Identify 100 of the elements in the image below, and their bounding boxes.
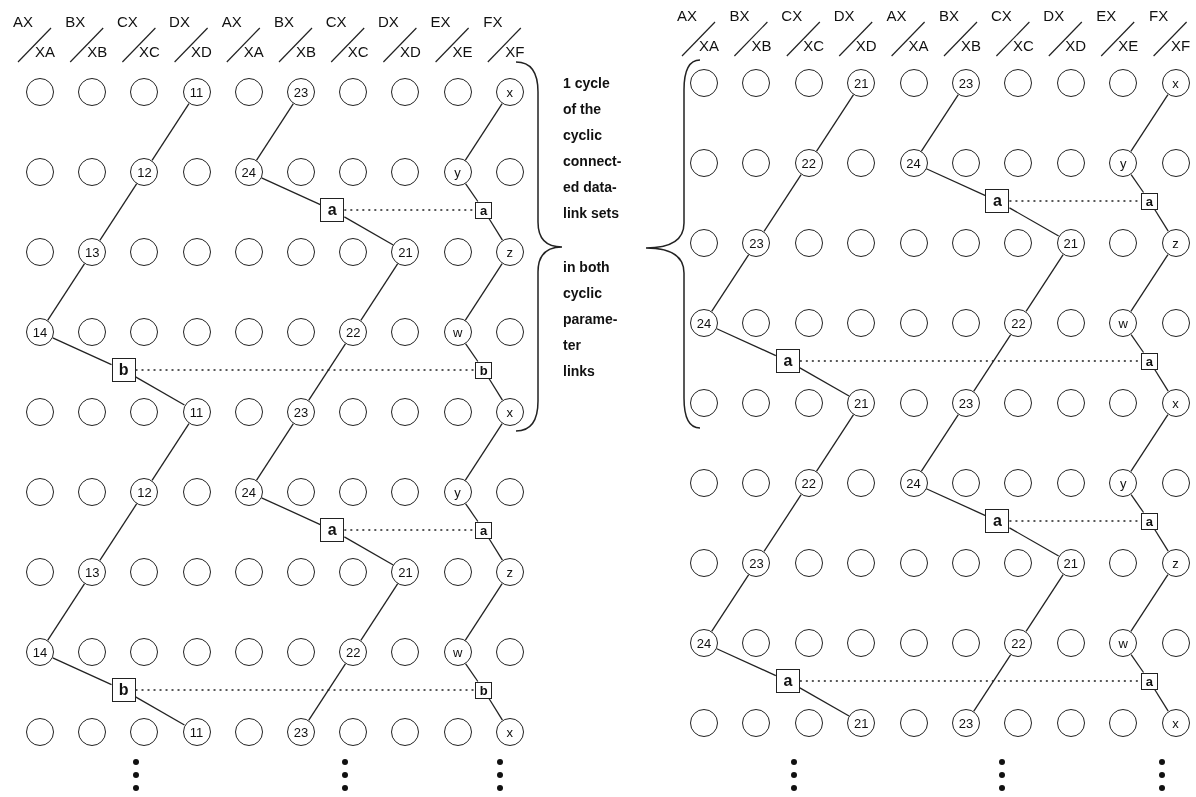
- link-line: [763, 494, 802, 552]
- data-circle: [952, 229, 980, 257]
- data-circle: 11: [182, 398, 211, 426]
- link-box: b: [475, 681, 493, 699]
- data-circle: [899, 549, 928, 577]
- column-header: XF: [1171, 38, 1191, 53]
- brace-note: 1 cycle of the cyclic connect- ed data- link sets: [563, 74, 623, 223]
- link-line: [1025, 254, 1064, 312]
- column-header: XE: [1118, 38, 1139, 53]
- data-circle: [1056, 469, 1085, 497]
- data-circle: z: [1161, 229, 1190, 257]
- data-circle: [899, 309, 928, 337]
- column-header: XC: [138, 44, 160, 59]
- link-box: a: [1140, 512, 1158, 530]
- link-line: [52, 337, 113, 366]
- column-header: AX: [221, 14, 242, 29]
- link-line: [464, 662, 479, 683]
- data-circle: [1161, 629, 1190, 657]
- link-line: [464, 502, 479, 523]
- data-circle: 21: [1056, 229, 1085, 257]
- data-circle: [847, 469, 876, 497]
- data-circle: [182, 558, 211, 586]
- data-circle: 23: [287, 398, 315, 426]
- column-header: CX: [116, 14, 138, 29]
- data-circle: [1056, 69, 1085, 97]
- data-circle: 21: [1056, 549, 1085, 577]
- link-line: [360, 583, 399, 641]
- link-line: [799, 687, 850, 717]
- data-circle: 13: [78, 558, 107, 586]
- data-circle: [287, 318, 315, 346]
- link-box: a: [475, 521, 493, 539]
- data-circle: [130, 558, 159, 586]
- data-circle: [1004, 469, 1033, 497]
- link-line: [99, 183, 138, 241]
- data-circle: [742, 149, 771, 177]
- data-circle: [1056, 629, 1085, 657]
- data-circle: [339, 238, 368, 266]
- data-circle: 12: [130, 478, 159, 506]
- data-circle: [339, 558, 368, 586]
- data-circle: [287, 238, 315, 266]
- column-header: DX: [833, 8, 855, 23]
- link-box: b: [111, 358, 136, 382]
- data-circle: [952, 549, 980, 577]
- data-circle: [899, 629, 928, 657]
- data-circle: [26, 398, 54, 426]
- data-circle: [899, 69, 928, 97]
- data-circle: [234, 78, 263, 106]
- column-header: XA: [35, 44, 55, 59]
- link-line: [151, 103, 190, 161]
- link-line: [1130, 574, 1169, 632]
- data-circle: w: [1109, 309, 1138, 337]
- column-header: XA: [243, 44, 264, 59]
- link-line: [260, 177, 321, 206]
- data-circle: [443, 78, 472, 106]
- link-line: [1130, 254, 1169, 312]
- data-circle: 11: [182, 718, 211, 746]
- data-circle: [899, 229, 928, 257]
- data-circle: [1161, 149, 1190, 177]
- link-line: [815, 94, 855, 152]
- link-line: [1008, 527, 1060, 557]
- data-circle: [847, 149, 876, 177]
- column-header: XE: [452, 44, 473, 59]
- data-circle: [495, 318, 524, 346]
- data-circle: [1109, 709, 1138, 737]
- data-circle: 13: [78, 238, 107, 266]
- column-header: XC: [347, 44, 369, 59]
- data-circle: [1109, 69, 1138, 97]
- link-line: [360, 263, 399, 321]
- data-circle: [690, 549, 718, 577]
- link-line: [464, 423, 503, 481]
- link-box: a: [320, 518, 345, 542]
- data-circle: [26, 238, 54, 266]
- data-circle: y: [443, 478, 472, 506]
- data-circle: [78, 318, 107, 346]
- link-line: [799, 367, 850, 397]
- data-circle: [742, 629, 771, 657]
- link-line: [464, 342, 479, 363]
- data-circle: [339, 718, 368, 746]
- link-line: [1025, 574, 1064, 632]
- data-circle: [78, 158, 107, 186]
- column-header: XB: [296, 44, 316, 59]
- data-circle: [690, 709, 718, 737]
- data-circle: [339, 398, 368, 426]
- link-line: [464, 263, 503, 321]
- data-circle: 24: [234, 478, 263, 506]
- link-line: [1130, 94, 1169, 152]
- data-circle: [130, 318, 159, 346]
- link-line: [1130, 333, 1145, 354]
- link-line: [308, 663, 347, 721]
- data-circle: [742, 469, 771, 497]
- column-header: BX: [729, 8, 750, 23]
- data-circle: w: [1109, 629, 1138, 657]
- data-circle: 23: [952, 709, 980, 737]
- data-circle: [78, 638, 107, 666]
- column-header: XA: [908, 38, 929, 53]
- data-circle: [899, 389, 928, 417]
- data-circle: [794, 309, 823, 337]
- link-line: [255, 103, 294, 161]
- link-line: [920, 94, 959, 152]
- data-circle: [234, 398, 263, 426]
